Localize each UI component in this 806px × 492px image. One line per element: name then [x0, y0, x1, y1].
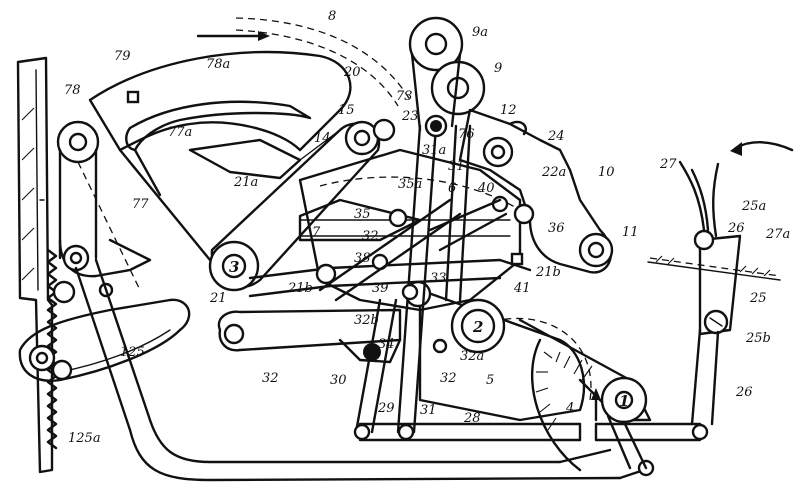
label-9a: 9a [472, 25, 488, 40]
label-32: 32 [362, 229, 379, 244]
label-32c: 32 [440, 371, 457, 386]
label-5: 5 [486, 373, 494, 388]
label-11: 11 [622, 225, 639, 240]
label-29: 29 [377, 401, 395, 416]
label-15: 15 [338, 103, 355, 118]
arc-segment-78 [88, 50, 352, 262]
label-25a: 25a [741, 199, 766, 214]
label-26: 26 [735, 385, 753, 400]
label-78a: 78a [206, 57, 230, 72]
label-2: 2 [472, 318, 483, 336]
label-22a: 22a [541, 165, 566, 180]
label-32-lower: 32 [262, 371, 279, 386]
label-32b: 32b [354, 313, 379, 328]
bottom-long-link [74, 258, 655, 482]
label-31a: 31a [422, 143, 446, 158]
label-39: 39 [372, 281, 389, 296]
label-35: 35 [354, 207, 371, 222]
label-33: 33 [430, 271, 447, 286]
roller-1 [518, 318, 652, 470]
label-40: 40 [477, 181, 495, 196]
label-14: 14 [314, 131, 331, 146]
label-21b: 21b [535, 265, 561, 280]
label-25b: 25b [745, 331, 771, 346]
label-35a: 35a [398, 177, 422, 192]
cam-assembly [404, 280, 593, 472]
central-pins [318, 195, 535, 302]
label-31: 31 [448, 159, 465, 174]
vertical-bars [353, 124, 709, 442]
label-21: 21 [209, 291, 227, 306]
arrow-4 [591, 388, 601, 422]
label-31b: 31 [420, 403, 437, 418]
label-77: 77 [132, 197, 149, 212]
label-27a: 27a [765, 227, 790, 242]
label-26a: 26 [727, 221, 745, 236]
label-12: 12 [500, 103, 517, 118]
label-38: 38 [354, 251, 371, 266]
label-78: 78 [64, 83, 81, 98]
lever-125 [18, 298, 191, 382]
lever-21a [208, 118, 396, 292]
central-plate [298, 148, 522, 312]
left-pivot-arm [52, 120, 152, 304]
label-4: 4 [565, 401, 574, 416]
label-27: 27 [659, 157, 677, 172]
label-21a: 21a [233, 175, 258, 190]
label-125: 125 [120, 345, 145, 360]
label-77a: 77a [168, 125, 192, 140]
vertical-rack [16, 56, 58, 474]
label-34: 34 [378, 337, 395, 352]
label-125a: 125a [68, 431, 101, 446]
label-36: 36 [548, 221, 565, 236]
label-20: 20 [343, 65, 361, 80]
label-28: 28 [463, 411, 481, 426]
label-41: 41 [513, 281, 531, 296]
label-23: 23 [401, 109, 419, 124]
arc-8 [196, 17, 411, 107]
label-9: 9 [494, 61, 502, 76]
label-21b-left: 21b [287, 281, 313, 296]
label-6: 6 [448, 181, 456, 196]
label-10: 10 [598, 165, 615, 180]
label-25: 25 [749, 291, 767, 306]
label-30: 30 [330, 373, 347, 388]
label-32a: 32a [460, 349, 484, 364]
label-1: 1 [619, 392, 629, 410]
reference-labels: 8 9a 9 12 24 10 22a 11 79 78a 78 77a 77 … [64, 9, 790, 446]
label-76: 76 [458, 127, 475, 142]
label-24: 24 [547, 129, 565, 144]
pawl-assembly [647, 141, 794, 426]
label-79: 79 [114, 49, 131, 64]
label-3: 3 [229, 258, 239, 276]
label-73: 73 [396, 89, 413, 104]
label-7: 7 [312, 225, 321, 240]
lever-32 [217, 308, 402, 364]
label-8: 8 [328, 9, 336, 24]
upper-rollers [408, 16, 614, 274]
